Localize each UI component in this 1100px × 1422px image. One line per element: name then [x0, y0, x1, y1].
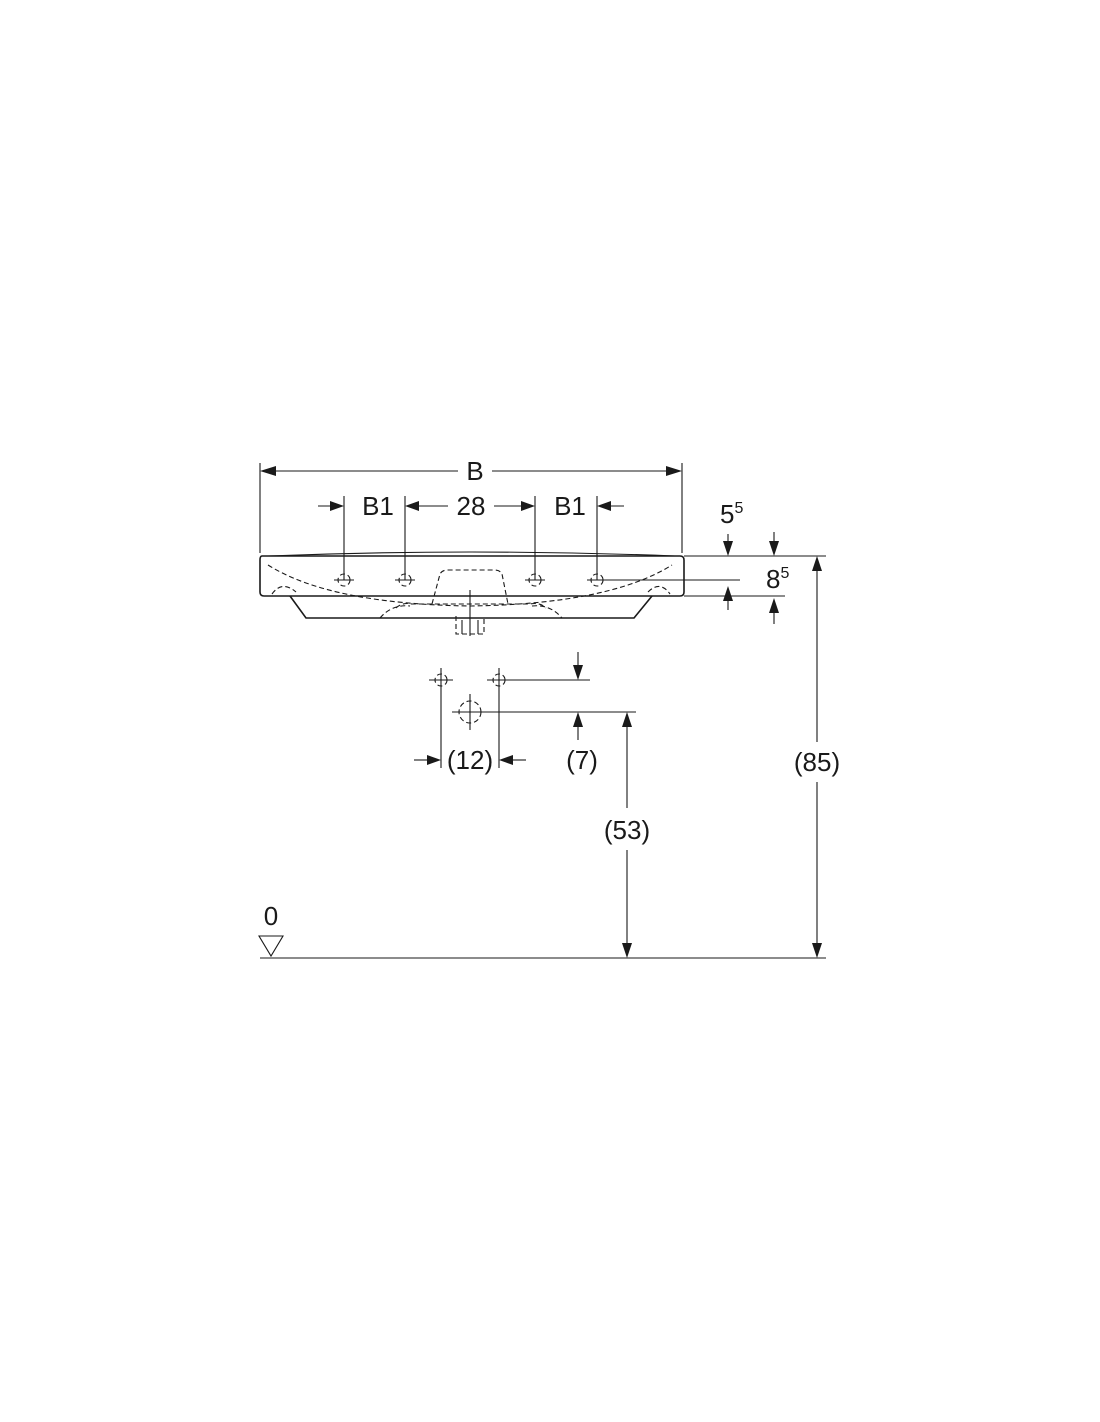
dimension-tap-holes: B1 28 B1 [318, 491, 624, 580]
dimension-connection-height: (7) [566, 652, 598, 775]
label-connection-height: (7) [566, 745, 598, 775]
connection-left [429, 668, 453, 692]
label-width: B [466, 456, 483, 486]
label-floor-level: 0 [264, 901, 278, 931]
label-b1-left: B1 [362, 491, 394, 521]
tap-hole-2 [395, 573, 415, 587]
dimension-rim-height: (85) [794, 556, 840, 958]
dimension-drain-height: (53) [604, 712, 650, 958]
wall-connections [429, 668, 636, 768]
dimension-rim-thickness: 55 85 [604, 499, 826, 624]
label-top-rim: 55 [720, 499, 743, 529]
drain-connection [452, 694, 488, 730]
dimension-connection-spacing: (12) [414, 745, 526, 775]
tap-hole-1 [334, 573, 354, 587]
label-drain-height: (53) [604, 815, 650, 845]
label-connection-spacing: (12) [447, 745, 493, 775]
basin-outline [259, 551, 685, 636]
tap-hole-3 [525, 573, 545, 587]
label-b1-right: B1 [554, 491, 586, 521]
tap-hole-4 [587, 573, 607, 587]
floor-level-triangle-icon [258, 935, 284, 958]
connection-right [487, 668, 511, 692]
label-spacing: 28 [457, 491, 486, 521]
dimension-b: B [259, 456, 683, 553]
floor-level: 0 [258, 901, 826, 959]
label-hole-offset: 85 [766, 564, 789, 594]
label-rim-height: (85) [794, 747, 840, 777]
